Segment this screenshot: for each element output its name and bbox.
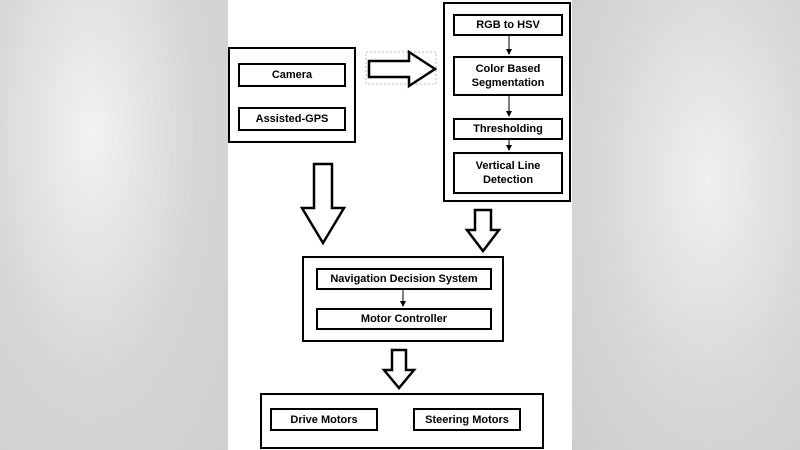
steering-motors-block: Steering Motors — [413, 408, 521, 431]
color-segmentation-block: Color Based Segmentation — [453, 56, 563, 96]
vertical-line-detection-block: Vertical Line Detection — [453, 152, 563, 194]
steering-motors-label: Steering Motors — [425, 413, 509, 426]
block-arrow-down-processing — [464, 208, 502, 254]
rgb-to-hsv-label: RGB to HSV — [476, 19, 540, 31]
rgb-to-hsv-block: RGB to HSV — [453, 14, 563, 36]
vertical-line-detection-label: Vertical Line Detection — [475, 160, 541, 186]
drive-motors-block: Drive Motors — [270, 408, 378, 431]
camera-label: Camera — [271, 69, 313, 81]
camera-block: Camera — [238, 63, 346, 87]
thresholding-label: Thresholding — [473, 123, 543, 135]
block-arrow-down-sensors — [299, 162, 347, 246]
navigation-decision-label: Navigation Decision System — [330, 273, 478, 285]
motor-controller-label: Motor Controller — [360, 313, 448, 325]
motor-controller-block: Motor Controller — [316, 308, 492, 330]
drive-motors-label: Drive Motors — [290, 413, 358, 426]
assisted-gps-block: Assisted-GPS — [238, 107, 346, 131]
navigation-decision-block: Navigation Decision System — [316, 268, 492, 290]
thresholding-block: Thresholding — [453, 118, 563, 140]
blurred-backdrop-left — [0, 0, 228, 450]
block-arrow-right — [367, 49, 438, 89]
block-arrow-down-control — [381, 348, 417, 390]
color-segmentation-label: Color Based Segmentation — [471, 63, 545, 89]
assisted-gps-label: Assisted-GPS — [255, 113, 329, 125]
selection-outline — [365, 51, 437, 85]
blurred-backdrop-right — [572, 0, 800, 450]
